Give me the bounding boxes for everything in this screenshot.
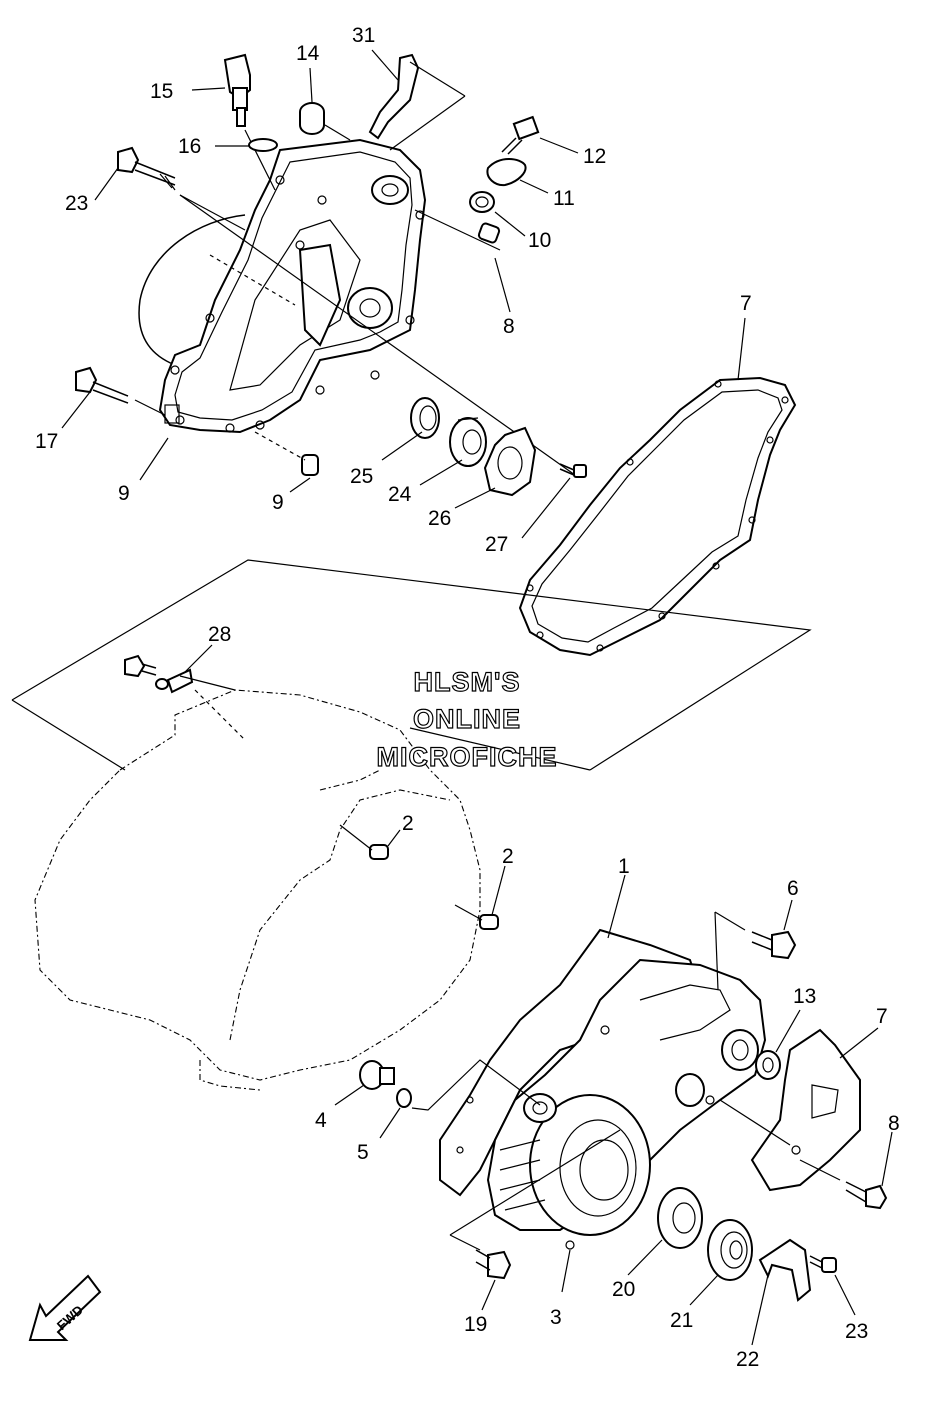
plug [299, 102, 351, 141]
bolt [75, 366, 166, 416]
callout-15: 13 [793, 985, 816, 1008]
callout-13: 11 [553, 187, 575, 210]
cover-guard [719, 1028, 861, 1192]
callout-22: 21 [670, 1309, 693, 1332]
oil-seal [410, 397, 440, 439]
retainer-plate [758, 1238, 812, 1302]
callout-17: 15 [150, 80, 173, 103]
callout-12: 10 [528, 229, 551, 252]
callout-19: 17 [35, 430, 58, 453]
callout-11: 9 [118, 482, 130, 505]
plate [486, 158, 527, 187]
oil-seal [469, 191, 495, 213]
bracket [368, 53, 466, 151]
callout-24: 23 [845, 1320, 868, 1343]
bolt [714, 911, 797, 991]
callout-18: 16 [178, 135, 201, 158]
bearing [657, 1187, 703, 1249]
callout-30: 28 [208, 623, 231, 646]
crankcase-cover-1 [439, 928, 767, 1250]
callout-2-left: 2 [402, 812, 414, 835]
watermark: HLSM'S ONLINE MICROFICHE [376, 666, 558, 772]
watermark-line-2: ONLINE [413, 704, 521, 734]
callout-4: 4 [315, 1109, 327, 1132]
callout-5: 5 [357, 1141, 369, 1164]
leader-lines [61, 49, 893, 1346]
dowel-pin [339, 824, 389, 860]
bearing-retainer-plate [483, 426, 537, 497]
bolt [501, 115, 540, 155]
callout-10-bottom: 9 [272, 491, 284, 514]
callout-14: 12 [583, 145, 606, 168]
forward-direction-arrow: FWD [28, 1274, 102, 1341]
dowel-pin [254, 431, 319, 476]
oil-seal [755, 1050, 781, 1080]
callout-31: 31 [352, 24, 375, 47]
callout-2-right: 2 [502, 845, 514, 868]
oil-seal [707, 1219, 753, 1281]
gasket [518, 376, 797, 657]
callout-23: 22 [736, 1348, 759, 1371]
bolt [799, 1159, 888, 1210]
callout-labels: 15 16 14 31 12 11 10 23 8 7 17 9 9 25 24… [35, 24, 900, 1371]
o-ring [248, 138, 278, 152]
callout-21: 20 [612, 1278, 635, 1301]
screw [559, 463, 587, 478]
callout-20: 19 [464, 1313, 487, 1336]
callout-25: 23 [65, 192, 88, 215]
dowel-pin [454, 904, 499, 930]
callout-3: 3 [550, 1306, 562, 1329]
callout-16: 14 [296, 42, 320, 65]
crankcase-outline [34, 689, 481, 1091]
plug [359, 1060, 395, 1090]
watermark-line-1: HLSM'S [414, 667, 521, 697]
callout-8: 8 [888, 1112, 900, 1135]
bolt [449, 1129, 621, 1280]
bearing [449, 417, 487, 467]
screw [809, 1255, 837, 1273]
dowel-pin [477, 222, 501, 244]
callout-6: 6 [787, 877, 799, 900]
callout-7: 7 [876, 1005, 888, 1028]
callout-29: 27 [485, 533, 508, 556]
o-ring [396, 1088, 412, 1108]
callout-9: 7 [740, 292, 752, 315]
oil-level-gauge [223, 53, 276, 191]
callout-10-top: 8 [503, 315, 515, 338]
callout-26: 24 [388, 483, 412, 506]
screw [124, 654, 246, 741]
callout-27: 25 [350, 465, 373, 488]
bolt [117, 146, 246, 231]
callout-1: 1 [618, 855, 630, 878]
crankcase-cover-2 [138, 138, 427, 434]
callout-28: 26 [428, 507, 451, 530]
watermark-line-3: MICROFICHE [377, 742, 558, 772]
